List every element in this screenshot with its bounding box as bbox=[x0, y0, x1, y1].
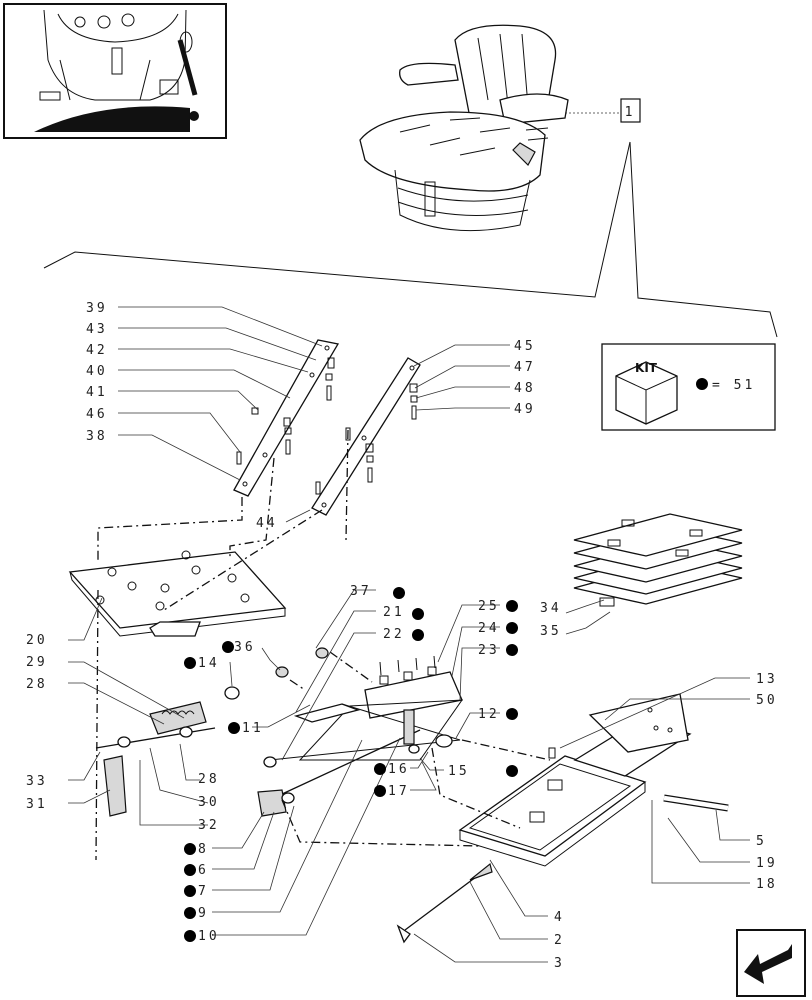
kit-dot-icon bbox=[506, 644, 518, 656]
callout-43: 43 bbox=[86, 322, 108, 337]
kit-equals-text: = 51 bbox=[712, 378, 755, 393]
kit-dot-icon bbox=[184, 885, 196, 897]
kit-dot-icon bbox=[184, 864, 196, 876]
callout-32: 32 bbox=[198, 818, 220, 833]
kit-dot-icon bbox=[184, 657, 196, 669]
callout-29: 29 bbox=[26, 655, 48, 670]
section-bracket-line bbox=[43, 141, 631, 298]
callout-48: 48 bbox=[514, 381, 536, 396]
tractor-inset-view bbox=[3, 3, 227, 139]
kit-dot-icon bbox=[393, 587, 405, 599]
callout-20: 20 bbox=[26, 633, 48, 648]
callout-34: 34 bbox=[540, 601, 562, 616]
kit-dot-icon bbox=[412, 629, 424, 641]
callout-7: 7 bbox=[198, 884, 209, 899]
right-rail bbox=[311, 357, 421, 516]
seat-assembly-illustration bbox=[359, 24, 569, 232]
callout-25: 25 bbox=[478, 599, 500, 614]
callout-22: 22 bbox=[383, 627, 405, 642]
seat-plate bbox=[68, 550, 287, 637]
kit-dot-icon bbox=[696, 378, 708, 390]
kit-dot-icon bbox=[184, 843, 196, 855]
callout-40: 40 bbox=[86, 364, 108, 379]
kit-dot-icon bbox=[412, 608, 424, 620]
kit-dot-icon bbox=[228, 722, 240, 734]
arrow-next-page-icon[interactable] bbox=[736, 929, 806, 997]
callout-50: 50 bbox=[756, 693, 778, 708]
leader-lines bbox=[68, 306, 750, 963]
kit-dot-icon bbox=[374, 785, 386, 797]
callout-13: 13 bbox=[756, 672, 778, 687]
callout-44: 44 bbox=[256, 516, 278, 531]
callout-37: 37 bbox=[350, 584, 372, 599]
callout-19: 19 bbox=[756, 856, 778, 871]
callout-41: 41 bbox=[86, 385, 108, 400]
callout-2: 2 bbox=[554, 933, 565, 948]
kit-dot-icon bbox=[506, 765, 518, 777]
suspension-mechanism bbox=[224, 647, 463, 817]
kit-dot-icon bbox=[506, 622, 518, 634]
callout-9: 9 bbox=[198, 906, 209, 921]
callout-8: 8 bbox=[198, 842, 209, 857]
callout-35: 35 bbox=[540, 624, 562, 639]
pin-rod bbox=[663, 794, 729, 812]
callout-49: 49 bbox=[514, 402, 536, 417]
callout-33: 33 bbox=[26, 774, 48, 789]
callout-14: 14 bbox=[198, 656, 220, 671]
kit-markers bbox=[184, 587, 518, 942]
kit-dot-icon bbox=[222, 641, 234, 653]
kit-dot-icon bbox=[184, 907, 196, 919]
callout-16: 16 bbox=[388, 762, 410, 777]
callout-4: 4 bbox=[554, 910, 565, 925]
callout-39: 39 bbox=[86, 301, 108, 316]
spring-and-rod bbox=[95, 701, 216, 817]
callout-38: 38 bbox=[86, 429, 108, 444]
callout-18: 18 bbox=[756, 877, 778, 892]
callout-23: 23 bbox=[478, 643, 500, 658]
section-bracket-line-right bbox=[629, 141, 778, 338]
callout-15: 15 bbox=[448, 764, 470, 779]
callout-28-upper: 28 bbox=[26, 677, 48, 692]
callout-10: 10 bbox=[198, 929, 220, 944]
callout-11: 11 bbox=[242, 721, 264, 736]
callout-42: 42 bbox=[86, 343, 108, 358]
kit-dot-icon bbox=[506, 600, 518, 612]
callout-31: 31 bbox=[26, 797, 48, 812]
callout-36: 36 bbox=[234, 640, 256, 655]
base-frame bbox=[458, 693, 692, 867]
callout-3: 3 bbox=[554, 956, 565, 971]
kit-dot-icon bbox=[374, 763, 386, 775]
callout-12: 12 bbox=[478, 707, 500, 722]
left-rail bbox=[233, 339, 340, 497]
callout-24: 24 bbox=[478, 621, 500, 636]
callout-labels: 39 43 42 40 41 46 38 44 45 47 48 49 37 2… bbox=[26, 301, 778, 971]
kit-legend-box: KIT = 51 bbox=[601, 343, 776, 431]
callout-28-lower: 28 bbox=[198, 772, 220, 787]
adjustment-lever bbox=[396, 862, 493, 944]
cushion-pack bbox=[573, 513, 743, 607]
callout-5: 5 bbox=[756, 834, 767, 849]
callout-17: 17 bbox=[388, 784, 410, 799]
callout-47: 47 bbox=[514, 360, 536, 375]
reference-callout-1: 1 bbox=[565, 98, 641, 123]
callout-30: 30 bbox=[198, 795, 220, 810]
kit-dot-icon bbox=[184, 930, 196, 942]
assembly-lines bbox=[95, 429, 551, 861]
callout-6: 6 bbox=[198, 863, 209, 878]
callout-45: 45 bbox=[514, 339, 536, 354]
kit-dot-icon bbox=[506, 708, 518, 720]
reference-box-label: 1 bbox=[625, 105, 636, 120]
callout-21: 21 bbox=[383, 605, 405, 620]
kit-label: KIT bbox=[635, 361, 658, 375]
callout-46: 46 bbox=[86, 407, 108, 422]
